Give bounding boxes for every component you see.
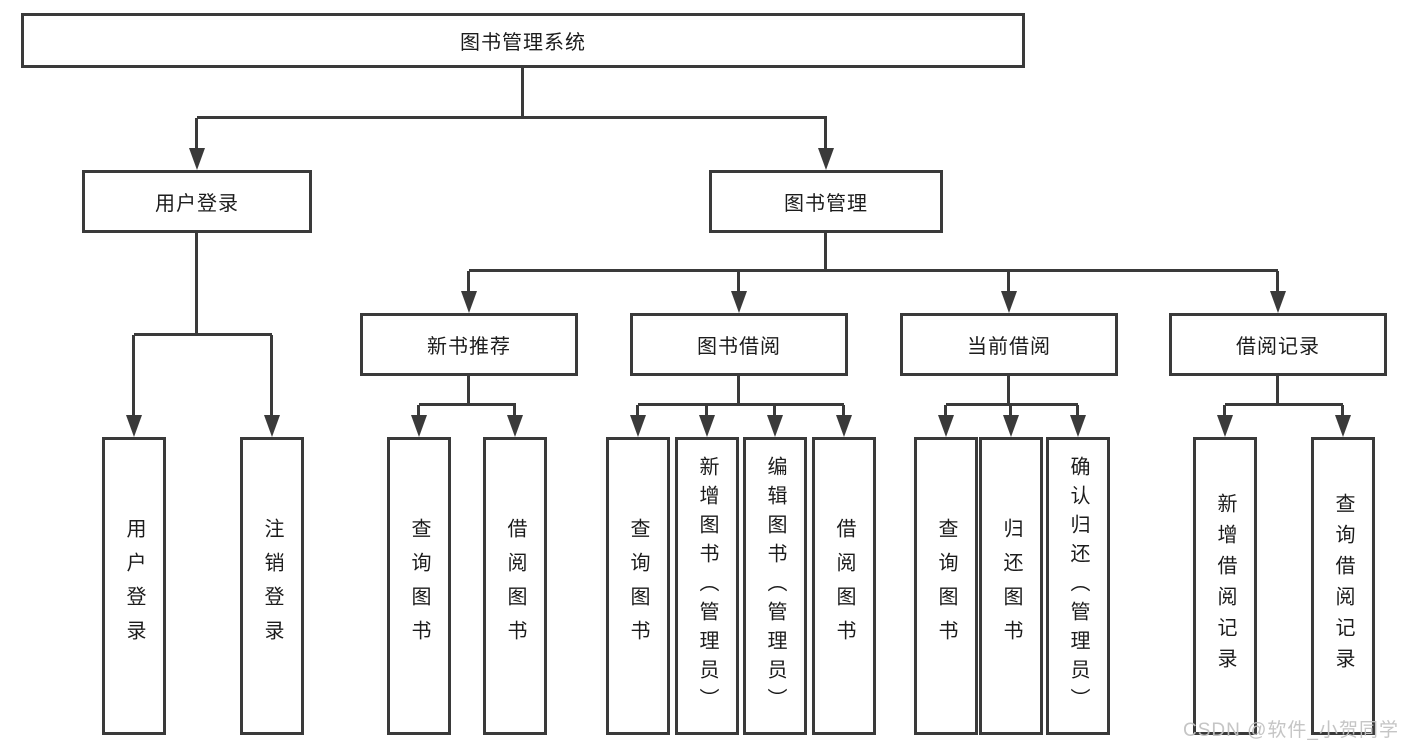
arrow-down-icon	[699, 415, 715, 437]
node-label: 新增图书（管理员）	[696, 455, 718, 717]
arrow-down-icon	[507, 415, 523, 437]
leaf-logout: 注销登录	[240, 437, 304, 735]
connector-vline	[1276, 271, 1279, 293]
node-label: 用户登录	[155, 193, 239, 215]
leaf-user-login: 用户登录	[102, 437, 166, 735]
arrow-down-icon	[731, 291, 747, 313]
connector-vline	[824, 233, 827, 271]
connector-vline	[195, 118, 198, 150]
node-label: 新书推荐	[427, 336, 511, 358]
arrow-down-icon	[1070, 415, 1086, 437]
leaf-add-borrow-record: 新增借阅记录	[1193, 437, 1257, 735]
leaf-borrow-books: 借阅图书	[812, 437, 876, 735]
node-label: 查询图书	[627, 518, 649, 654]
connector-hline	[638, 403, 844, 406]
connector-vline	[195, 233, 198, 335]
arrow-down-icon	[411, 415, 427, 437]
connector-vline	[1223, 405, 1226, 417]
connector-vline	[467, 376, 470, 405]
connector-vline	[1341, 405, 1344, 417]
node-label: 编辑图书（管理员）	[764, 455, 786, 717]
node-label: 借阅图书	[833, 518, 855, 654]
connector-vline	[1009, 405, 1012, 417]
connector-vline	[773, 405, 776, 417]
arrow-down-icon	[836, 415, 852, 437]
node-label: 借阅图书	[504, 518, 526, 654]
leaf-edit-books-admin: 编辑图书（管理员）	[743, 437, 807, 735]
node-label: 图书管理	[784, 193, 868, 215]
connector-hline	[946, 403, 1078, 406]
leaf-add-books-admin: 新增图书（管理员）	[675, 437, 739, 735]
node-label: 当前借阅	[967, 336, 1051, 358]
arrow-down-icon	[264, 415, 280, 437]
node-user-login: 用户登录	[82, 170, 312, 233]
node-book-management: 图书管理	[709, 170, 943, 233]
arrow-down-icon	[1003, 415, 1019, 437]
connector-vline	[944, 405, 947, 417]
node-book-borrowing: 图书借阅	[630, 313, 848, 376]
arrow-down-icon	[1001, 291, 1017, 313]
connector-vline	[705, 405, 708, 417]
connector-vline	[1007, 376, 1010, 405]
leaf-return-books: 归还图书	[979, 437, 1043, 735]
node-label: 新增借阅记录	[1214, 493, 1236, 679]
arrow-down-icon	[818, 148, 834, 170]
arrow-down-icon	[767, 415, 783, 437]
leaf-query-borrow-record: 查询借阅记录	[1311, 437, 1375, 735]
leaf-confirm-return-admin: 确认归还（管理员）	[1046, 437, 1110, 735]
connector-vline	[467, 271, 470, 293]
arrow-down-icon	[1217, 415, 1233, 437]
connector-vline	[737, 376, 740, 405]
node-label: 图书借阅	[697, 336, 781, 358]
connector-hline	[419, 403, 516, 406]
leaf-query-books-recommend: 查询图书	[387, 437, 451, 735]
node-label: 注销登录	[261, 518, 283, 654]
arrow-down-icon	[126, 415, 142, 437]
arrow-down-icon	[630, 415, 646, 437]
leaf-borrow-books-recommend: 借阅图书	[483, 437, 547, 735]
node-label: 查询借阅记录	[1332, 493, 1354, 679]
node-label: 归还图书	[1000, 518, 1022, 654]
connector-vline	[417, 405, 420, 417]
node-library-system: 图书管理系统	[21, 13, 1025, 68]
csdn-watermark: CSDN @软件_小贺同学	[1183, 720, 1399, 741]
connector-hline	[197, 116, 827, 119]
connector-vline	[1007, 271, 1010, 293]
node-label: 确认归还（管理员）	[1067, 455, 1089, 717]
arrow-down-icon	[461, 291, 477, 313]
connector-vline	[521, 68, 524, 118]
connector-vline	[1276, 376, 1279, 405]
leaf-query-books-borrowing: 查询图书	[606, 437, 670, 735]
connector-vline	[513, 405, 516, 417]
leaf-query-books-current: 查询图书	[914, 437, 978, 735]
node-label: 图书管理系统	[460, 32, 586, 54]
arrow-down-icon	[1270, 291, 1286, 313]
connector-vline	[132, 335, 135, 417]
connector-hline	[469, 269, 1278, 272]
connector-vline	[824, 118, 827, 150]
node-label: 用户登录	[123, 518, 145, 654]
connector-hline	[134, 333, 272, 336]
node-new-book-recommendation: 新书推荐	[360, 313, 578, 376]
arrow-down-icon	[189, 148, 205, 170]
node-label: 查询图书	[935, 518, 957, 654]
node-label: 查询图书	[408, 518, 430, 654]
node-current-borrowing: 当前借阅	[900, 313, 1118, 376]
node-borrowing-records: 借阅记录	[1169, 313, 1387, 376]
connector-hline	[1225, 403, 1343, 406]
arrow-down-icon	[938, 415, 954, 437]
connector-vline	[1076, 405, 1079, 417]
arrow-down-icon	[1335, 415, 1351, 437]
connector-vline	[842, 405, 845, 417]
connector-vline	[270, 335, 273, 417]
connector-vline	[636, 405, 639, 417]
connector-vline	[737, 271, 740, 293]
node-label: 借阅记录	[1236, 336, 1320, 358]
